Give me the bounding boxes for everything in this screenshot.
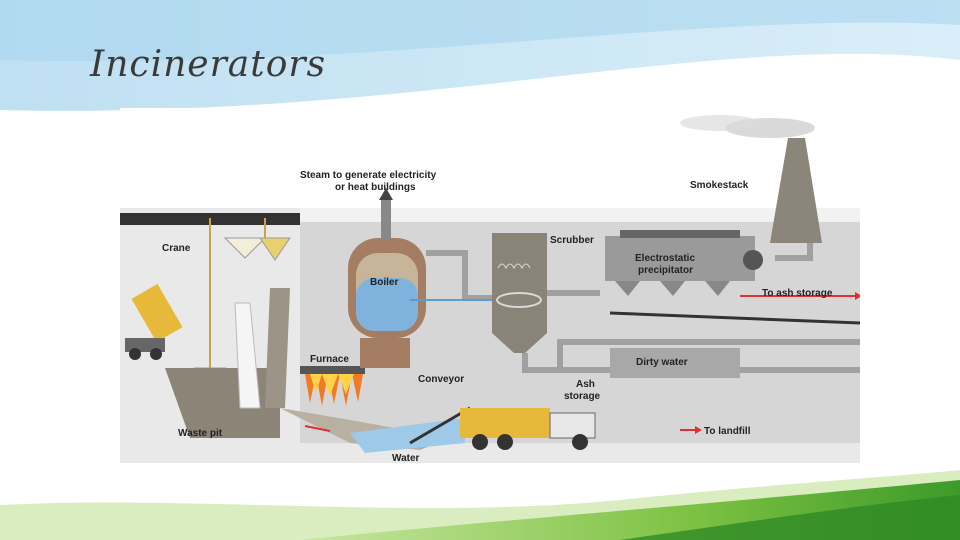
label-furnace: Furnace xyxy=(310,354,349,365)
label-conveyor: Conveyor xyxy=(418,374,464,385)
label-steam-1: Steam to generate electricity xyxy=(300,170,437,181)
label-crane: Crane xyxy=(162,243,191,254)
label-waste-pit: Waste pit xyxy=(178,428,223,439)
label-to-ash-storage: To ash storage xyxy=(762,288,833,299)
slide-title: Incinerators xyxy=(90,44,327,85)
smokestack xyxy=(680,115,822,243)
label-ash-storage-1: Ash xyxy=(576,379,595,390)
label-ash-storage-2: storage xyxy=(564,391,601,402)
label-to-landfill: To landfill xyxy=(704,426,751,437)
electrostatic-precipitator xyxy=(605,230,763,296)
scrubber xyxy=(492,233,547,353)
dump-truck-left xyxy=(125,283,183,360)
label-precipitator-1: Electrostatic xyxy=(635,253,695,264)
label-smokestack: Smokestack xyxy=(690,180,749,191)
label-water: Water xyxy=(392,453,420,463)
label-precipitator-2: precipitator xyxy=(638,265,693,276)
furnace-flames xyxy=(305,374,363,406)
label-dirty-water: Dirty water xyxy=(636,357,688,368)
label-boiler: Boiler xyxy=(370,277,398,288)
dump-truck-right xyxy=(460,408,596,450)
boiler xyxy=(348,188,426,338)
incinerator-diagram: Steam to generate electricity or heat bu… xyxy=(120,108,860,463)
dirty-water-tank xyxy=(610,348,740,378)
label-scrubber: Scrubber xyxy=(550,235,594,246)
label-steam-2: or heat buildings xyxy=(335,182,416,193)
